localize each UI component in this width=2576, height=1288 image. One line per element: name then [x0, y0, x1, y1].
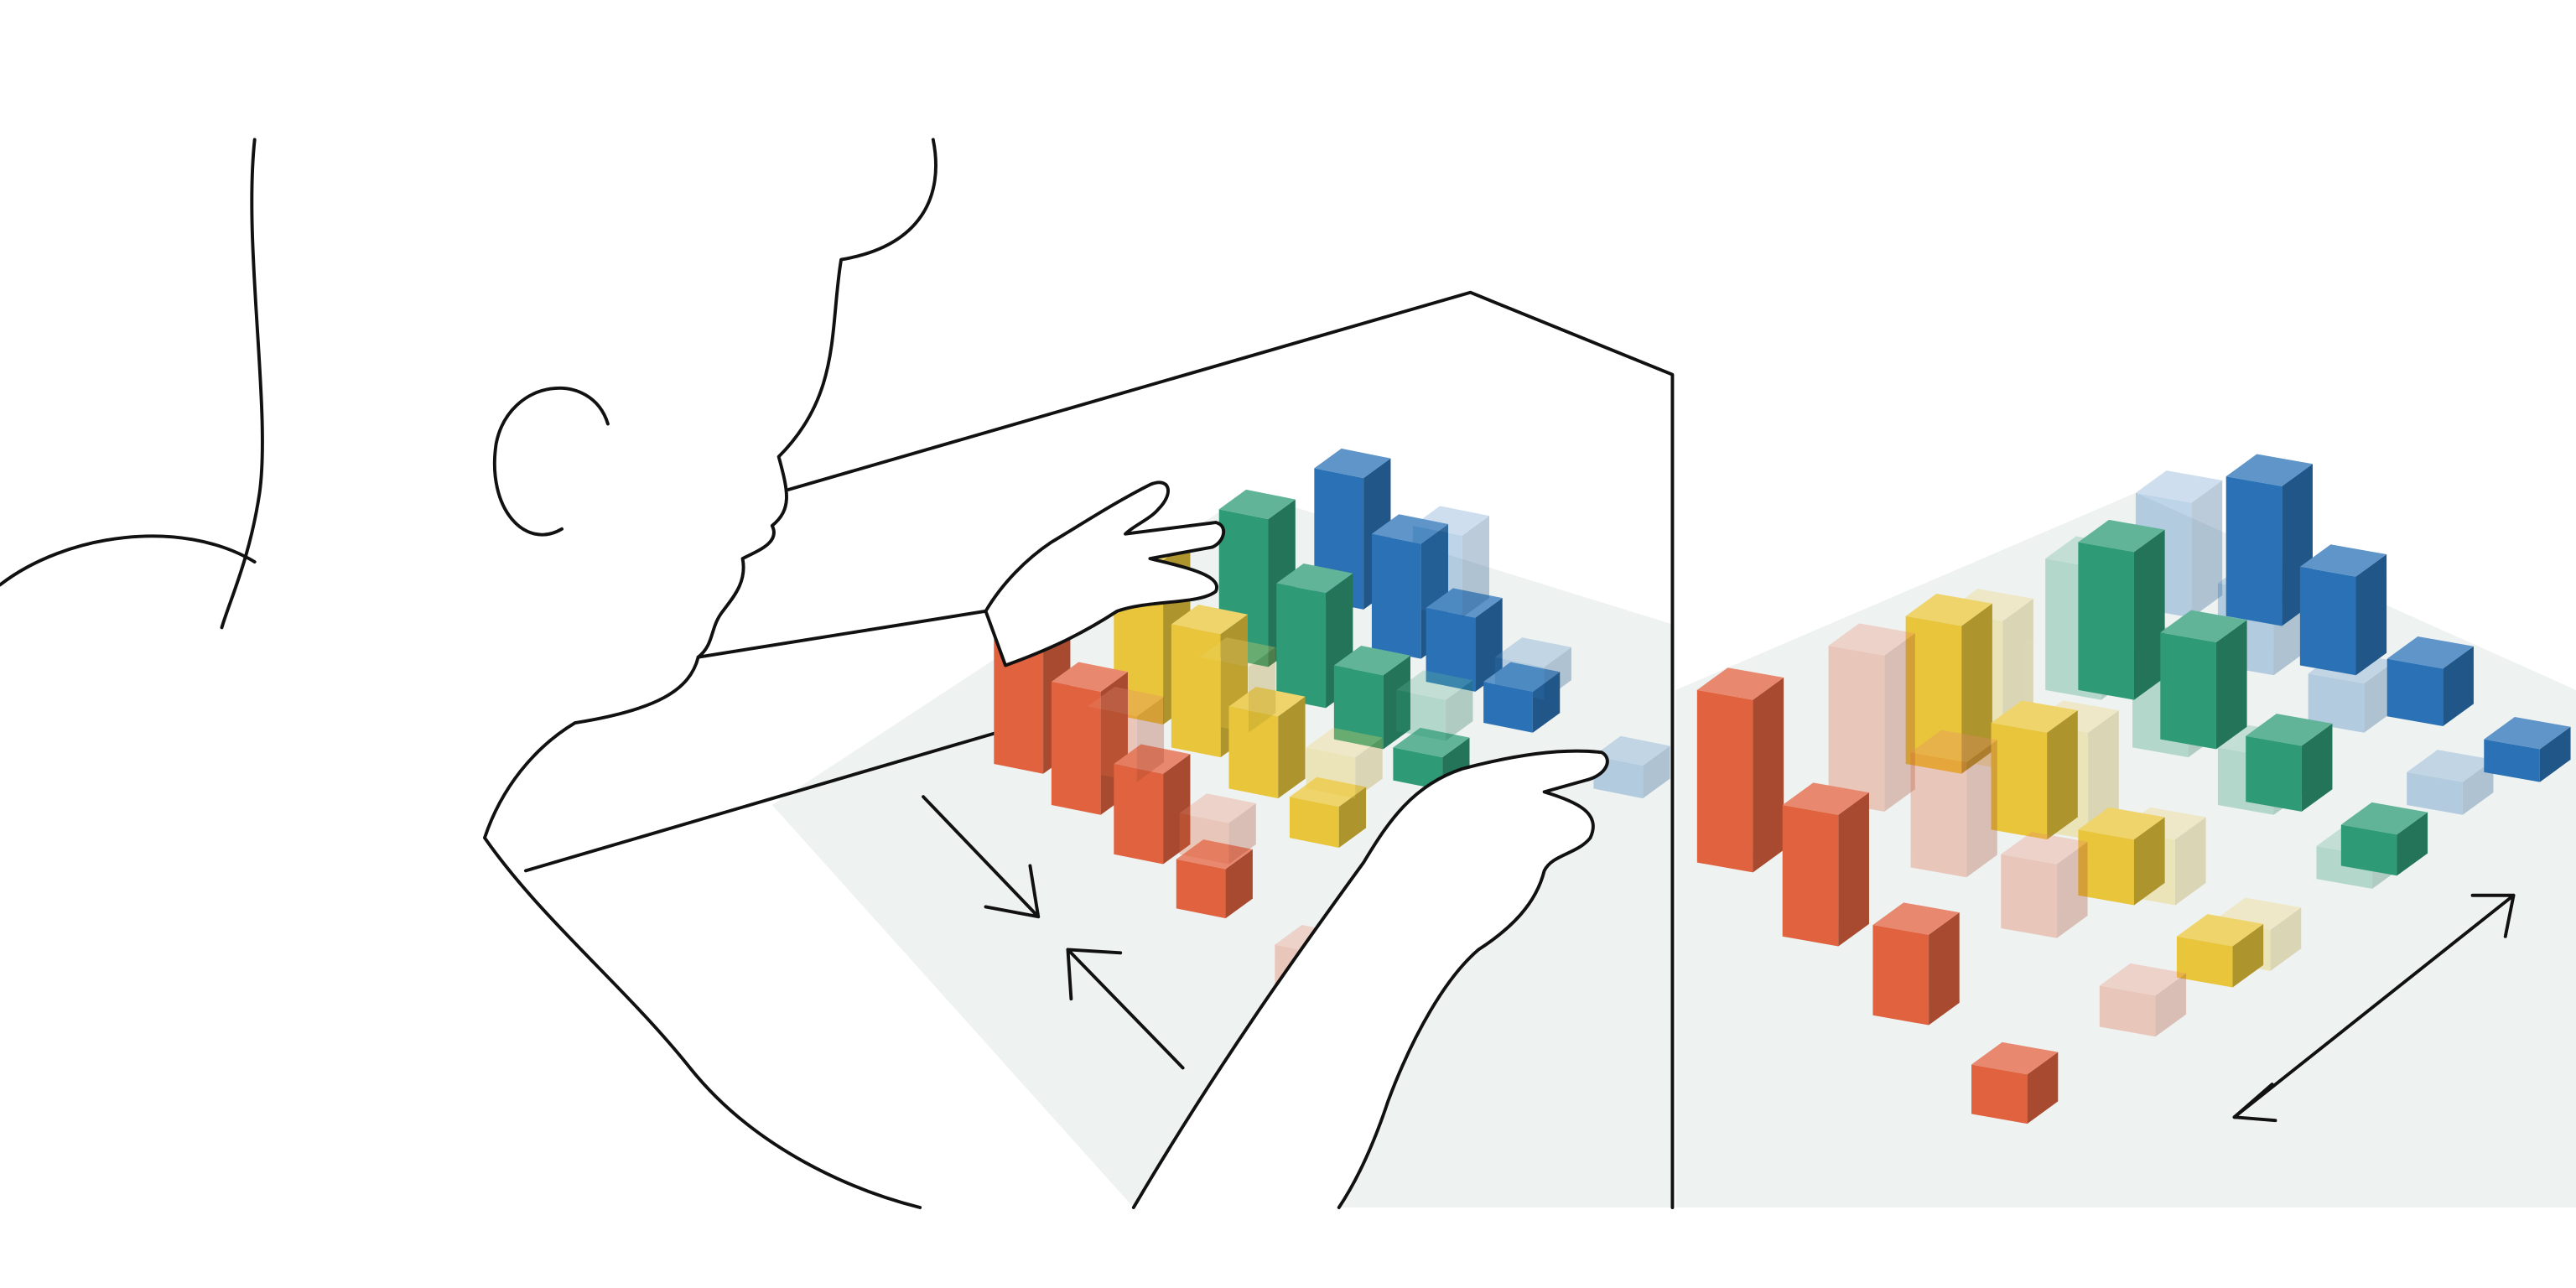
right-blue-bar — [2299, 544, 2387, 676]
right-red-bar — [1971, 1041, 2059, 1124]
pinch-arrows-icon — [922, 795, 1185, 1070]
left-yellow-bar — [1306, 727, 1383, 799]
right-red-bar — [1828, 623, 1915, 812]
right-blue-bar — [2225, 454, 2313, 626]
left-green-bar — [1393, 727, 1470, 791]
right-yellow-bar — [1991, 700, 2078, 840]
right-red-bar — [1910, 730, 1997, 878]
right-red-bar — [1872, 902, 1960, 1026]
left-blue-bar — [1412, 506, 1489, 618]
right-yellow-bar — [2176, 914, 2264, 988]
left-red-bar — [1179, 793, 1256, 865]
left-green-bar — [1333, 645, 1410, 750]
left-blue-bar — [1494, 637, 1571, 700]
right-red-bar — [1782, 782, 1869, 947]
right-yellow-bar — [1905, 594, 1992, 774]
right-blue-bar — [2407, 750, 2494, 815]
right-green-bar — [2246, 714, 2333, 812]
left-green-bar — [1396, 670, 1473, 741]
background-figure-line — [220, 138, 264, 630]
arm-upper-line — [696, 609, 988, 659]
left-yellow-bar — [1228, 686, 1306, 799]
right-green-bar — [2340, 802, 2428, 876]
left-red-bar — [1087, 686, 1165, 782]
left-red-bar — [1176, 839, 1253, 919]
screen-frame — [787, 290, 1675, 1209]
double-arrow-icon — [2232, 893, 2516, 1123]
right-green-bar — [2160, 610, 2247, 750]
left-hand — [984, 480, 1226, 667]
right-hand — [1131, 749, 1609, 1209]
left-yellow-bar — [1199, 637, 1276, 733]
right-blue-bar — [2386, 636, 2474, 726]
right-red-bar — [1696, 667, 1784, 873]
person-line-art — [0, 138, 1675, 1209]
chest-line — [523, 729, 1005, 873]
ear — [492, 386, 610, 537]
bar-chart — [994, 448, 2571, 1124]
background-figure-shoulder — [0, 534, 257, 587]
right-red-bar — [2099, 963, 2187, 1037]
right-red-bar — [2001, 832, 2088, 938]
hands — [984, 480, 1609, 1209]
left-blue-bar — [1426, 588, 1503, 692]
right-yellow-bar — [2078, 807, 2165, 906]
right-blue-bar — [2484, 716, 2571, 782]
face-profile — [483, 138, 937, 1209]
right-green-bar — [2078, 519, 2165, 700]
left-blue-bar — [1483, 662, 1561, 733]
left-yellow-bar — [1289, 776, 1367, 848]
left-red-bar — [1114, 744, 1191, 865]
